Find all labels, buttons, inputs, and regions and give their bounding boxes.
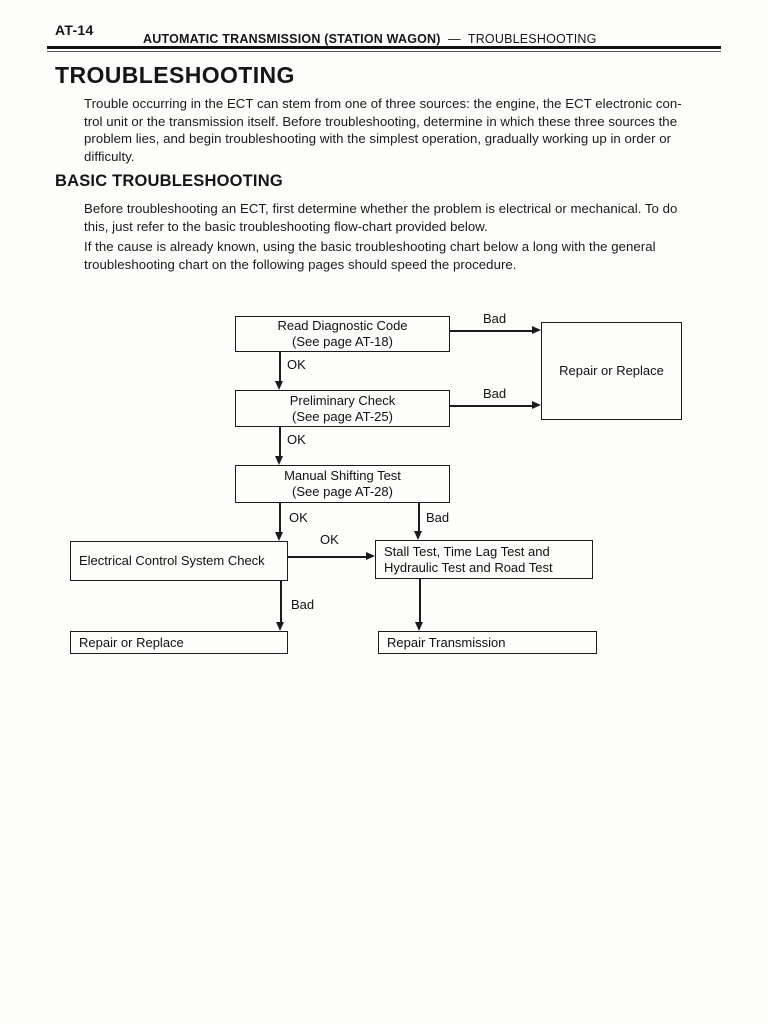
arrowhead-right-icon <box>532 401 541 410</box>
flowchart-box-stall-time-lag-hydraulic-road-test: Stall Test, Time Lag Test and Hydraulic … <box>375 540 593 579</box>
box-title: Preliminary Check <box>289 392 396 408</box>
connector-manual-ok-to-electrical <box>279 503 281 534</box>
arrowhead-down-icon <box>414 531 423 540</box>
flowchart-box-electrical-control-system-check: Electrical Control System Check <box>70 541 288 581</box>
intro-paragraph: Trouble occurring in the ECT can stem fr… <box>84 96 682 164</box>
arrowhead-down-icon <box>415 622 424 631</box>
spacer <box>461 32 465 46</box>
branch-label-bad: Bad <box>426 510 450 525</box>
box-title: Manual Shifting Test <box>284 468 401 483</box>
running-header-dash-glyph: — <box>448 32 461 46</box>
arrowhead-down-icon <box>275 381 284 390</box>
box-line-1: Stall Test, Time Lag Test and <box>384 543 550 559</box>
basic-paragraph-1: Before troubleshooting an ECT, first det… <box>84 201 678 234</box>
flowchart-box-repair-or-replace-end: Repair or Replace <box>70 631 288 654</box>
connector-electrical-bad-to-repair <box>280 581 282 624</box>
connector-manual-bad-to-stall <box>418 503 420 533</box>
flowchart-box-preliminary-check: Preliminary Check (See page AT-25) <box>235 390 450 427</box>
basic-paragraph-2: If the cause is already known, using the… <box>84 239 656 272</box>
header-rule-shadow <box>47 51 721 52</box>
connector-preliminary-to-manual <box>279 427 281 458</box>
connector-read-bad-to-repair <box>450 330 534 332</box>
page-code: AT-14 <box>55 22 94 38</box>
branch-label-ok: OK <box>320 532 339 547</box>
branch-label-ok: OK <box>289 510 308 525</box>
arrowhead-down-icon <box>275 532 284 541</box>
page-title: TROUBLESHOOTING <box>55 62 295 88</box>
running-header-chapter: AUTOMATIC TRANSMISSION (STATION WAGON) <box>143 32 441 46</box>
branch-label-ok: OK <box>287 357 306 372</box>
box-title: Repair Transmission <box>387 634 506 650</box>
section-heading-basic-troubleshooting: BASIC TROUBLESHOOTING <box>55 172 283 190</box>
running-header: AUTOMATIC TRANSMISSION (STATION WAGON) —… <box>143 32 597 46</box>
box-title: Repair or Replace <box>79 634 184 650</box>
box-page-ref: (See page AT-28) <box>292 484 393 499</box>
arrowhead-right-icon <box>366 552 375 561</box>
arrowhead-down-icon <box>275 456 284 465</box>
box-page-ref: (See page AT-18) <box>292 334 393 349</box>
branch-label-bad: Bad <box>291 597 315 612</box>
flowchart-box-repair-transmission: Repair Transmission <box>378 631 597 654</box>
branch-label-ok: OK <box>287 432 306 447</box>
branch-label-bad: Bad <box>483 311 507 326</box>
flowchart-box-manual-shifting-test: Manual Shifting Test (See page AT-28) <box>235 465 450 503</box>
box-title: Electrical Control System Check <box>79 553 265 568</box>
box-line-2: Hydraulic Test and Road Test <box>384 559 553 575</box>
header-rule <box>47 46 721 49</box>
arrowhead-down-icon <box>276 622 285 631</box>
box-page-ref: (See page AT-25) <box>292 408 393 424</box>
connector-read-to-preliminary <box>279 352 281 383</box>
running-header-section: TROUBLESHOOTING <box>467 32 597 46</box>
arrowhead-right-icon <box>532 326 541 335</box>
connector-electrical-ok-to-stall <box>288 556 368 558</box>
box-title: Repair or Replace <box>559 363 664 378</box>
branch-label-bad: Bad <box>483 386 507 401</box>
connector-preliminary-bad-to-repair <box>450 405 534 407</box>
box-title: Read Diagnostic Code <box>277 318 408 333</box>
flowchart-box-read-diagnostic-code: Read Diagnostic Code (See page AT-18) <box>235 316 450 352</box>
flowchart-box-repair-or-replace-side: Repair or Replace <box>541 322 682 420</box>
connector-stall-to-repair-transmission <box>419 579 421 624</box>
